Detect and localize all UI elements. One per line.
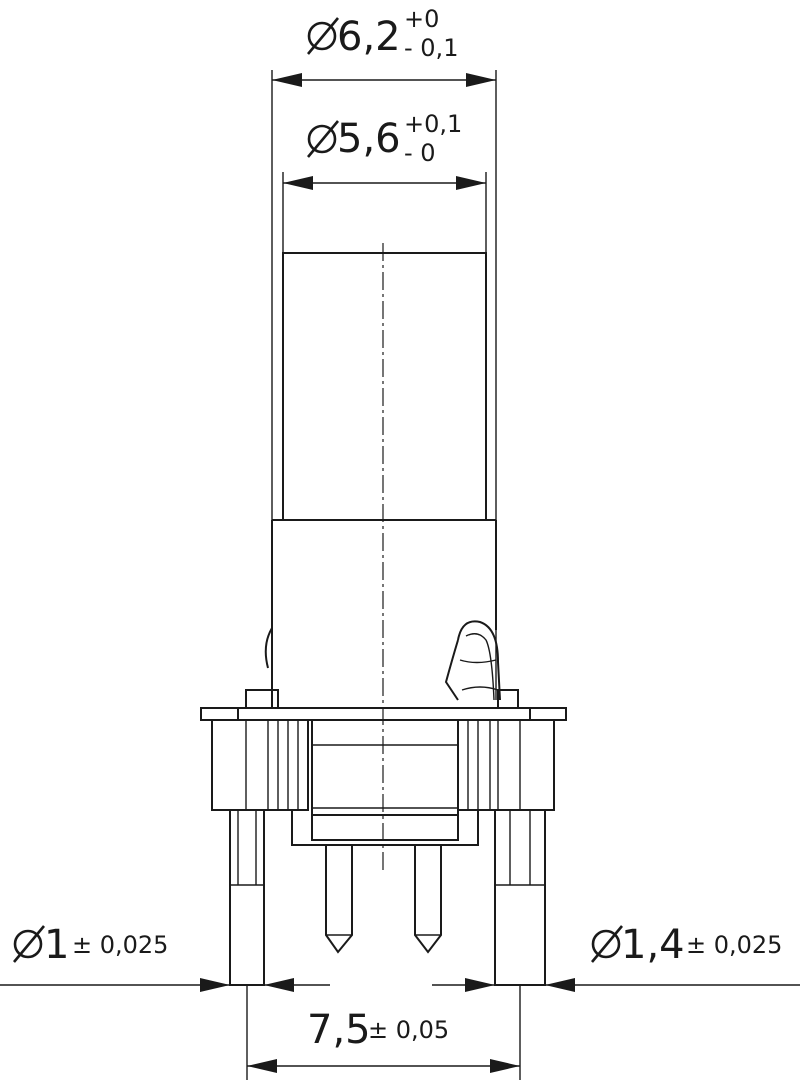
left-mounting-pin <box>229 809 265 986</box>
center-pin-left <box>325 845 353 954</box>
diameter-symbol-icon <box>307 17 339 55</box>
inner-diameter-dimension: 5,6 +0,1 - 0 <box>282 110 487 255</box>
diameter-symbol-icon <box>13 925 45 963</box>
inner-diameter-tol-upper: +0,1 <box>404 110 462 138</box>
latch-clip <box>444 620 501 701</box>
pin-spacing-value: 7,5 <box>307 1007 371 1053</box>
right-pin-diameter-value: 1,4 <box>621 922 685 968</box>
center-pin-right <box>414 845 442 954</box>
left-pin-diameter-dimension: 1 ± 0,025 <box>0 922 330 992</box>
diameter-symbol-icon <box>307 120 339 158</box>
inner-diameter-value: 5,6 <box>337 116 401 162</box>
outer-diameter-tol-upper: +0 <box>404 5 439 33</box>
right-mounting-pin <box>494 809 546 986</box>
outer-diameter-dimension: 6,2 +0 - 0,1 <box>271 5 497 700</box>
left-pin-diameter-value: 1 <box>44 922 69 968</box>
inner-diameter-tol-lower: - 0 <box>404 139 436 167</box>
component-body <box>200 243 567 986</box>
diameter-symbol-icon <box>591 925 623 963</box>
right-pin-diameter-dimension: 1,4 ± 0,025 <box>432 922 800 992</box>
right-pin-diameter-tolerance: ± 0,025 <box>686 931 782 959</box>
pin-spacing-dimension: 7,5 ± 0,05 <box>246 985 521 1080</box>
outer-diameter-value: 6,2 <box>337 14 401 60</box>
outer-diameter-tol-lower: - 0,1 <box>404 34 458 62</box>
left-pin-diameter-tolerance: ± 0,025 <box>72 931 168 959</box>
pin-spacing-tolerance: ± 0,05 <box>368 1016 449 1044</box>
